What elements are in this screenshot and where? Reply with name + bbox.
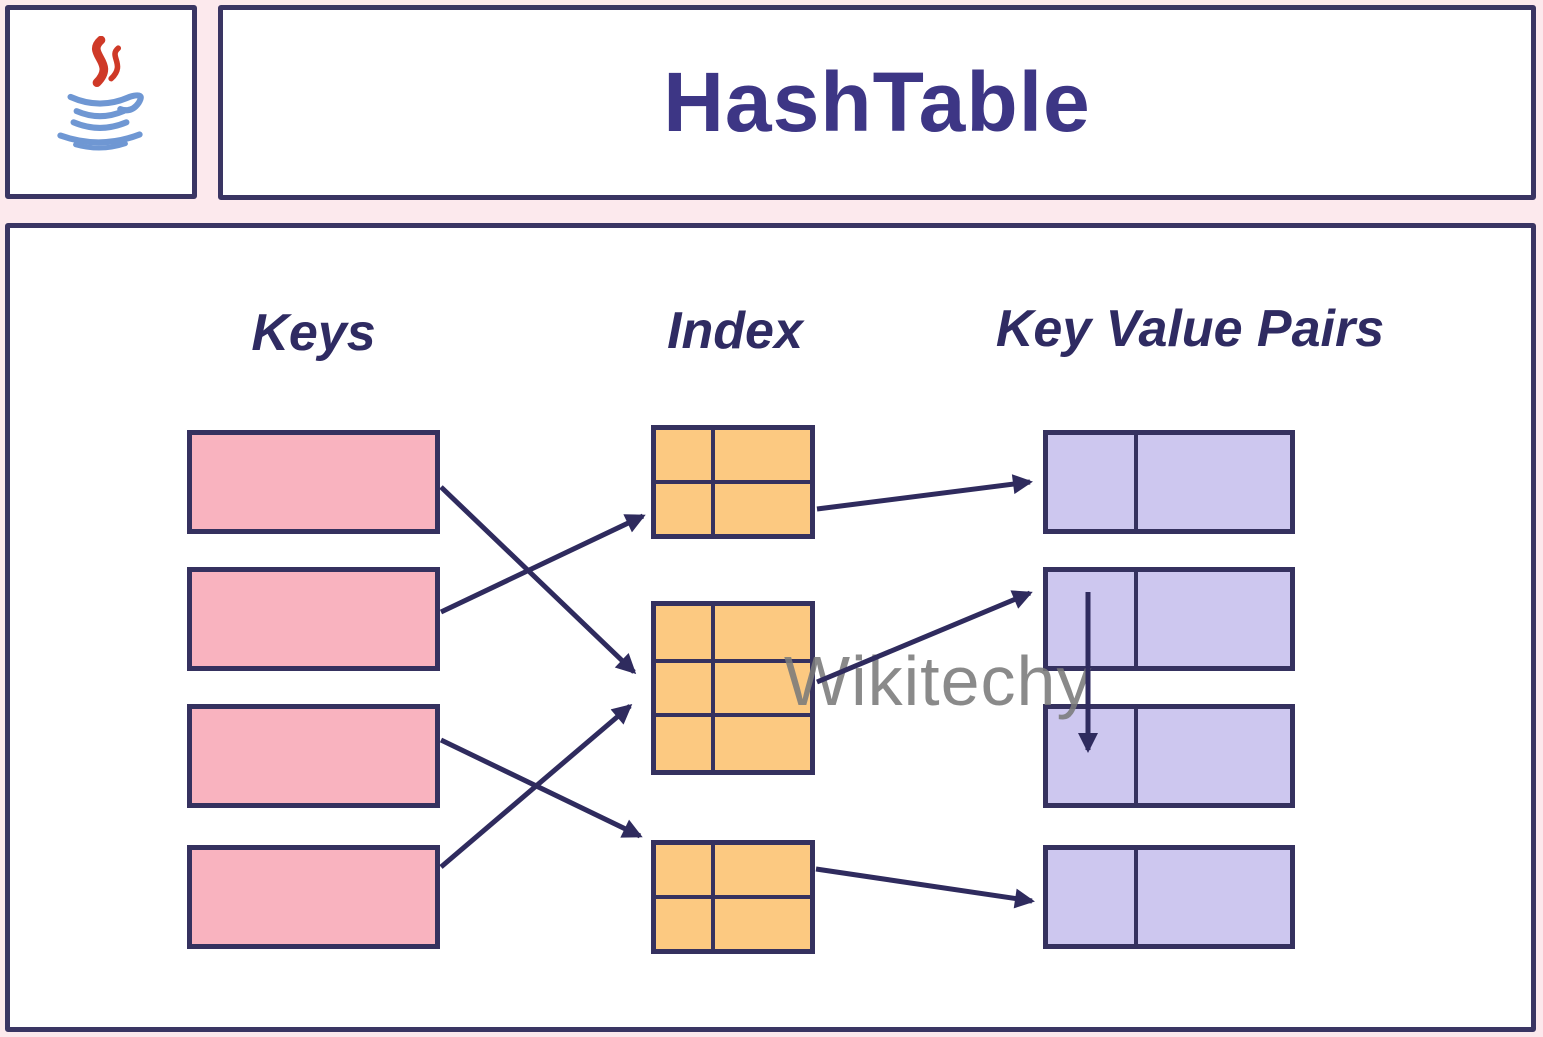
index-2-row-divider-2 (656, 713, 810, 718)
key-2-box (187, 567, 440, 671)
kv-1-divider (1134, 435, 1139, 529)
kv-3-box (1043, 704, 1295, 808)
index-1-box (651, 425, 815, 539)
watermark-text: Wikitechy (784, 642, 1093, 720)
kv-1-box (1043, 430, 1295, 534)
kv-3-divider (1134, 709, 1139, 803)
key-1-box (187, 430, 440, 534)
index-3-row-divider-1 (656, 895, 810, 899)
kv-2-box (1043, 567, 1295, 671)
page-title: HashTable (663, 55, 1091, 149)
index-column-label: Index (667, 302, 803, 360)
index-2-box (651, 601, 815, 775)
keys-column-label: Keys (251, 304, 376, 362)
index-2-row-divider-1 (656, 658, 810, 663)
java-logo-box (5, 5, 197, 199)
index-1-row-divider-1 (656, 480, 810, 484)
kv-4-divider (1134, 850, 1139, 944)
key-4-box (187, 845, 440, 949)
index-2-col-divider (710, 606, 715, 770)
java-logo-icon (57, 36, 144, 151)
kv-2-divider (1134, 572, 1139, 666)
key-3-box (187, 704, 440, 808)
kv-4-box (1043, 845, 1295, 949)
title-banner: HashTable (218, 5, 1536, 200)
key-value-pairs-column-label: Key Value Pairs (995, 300, 1385, 358)
index-3-box (651, 840, 815, 954)
